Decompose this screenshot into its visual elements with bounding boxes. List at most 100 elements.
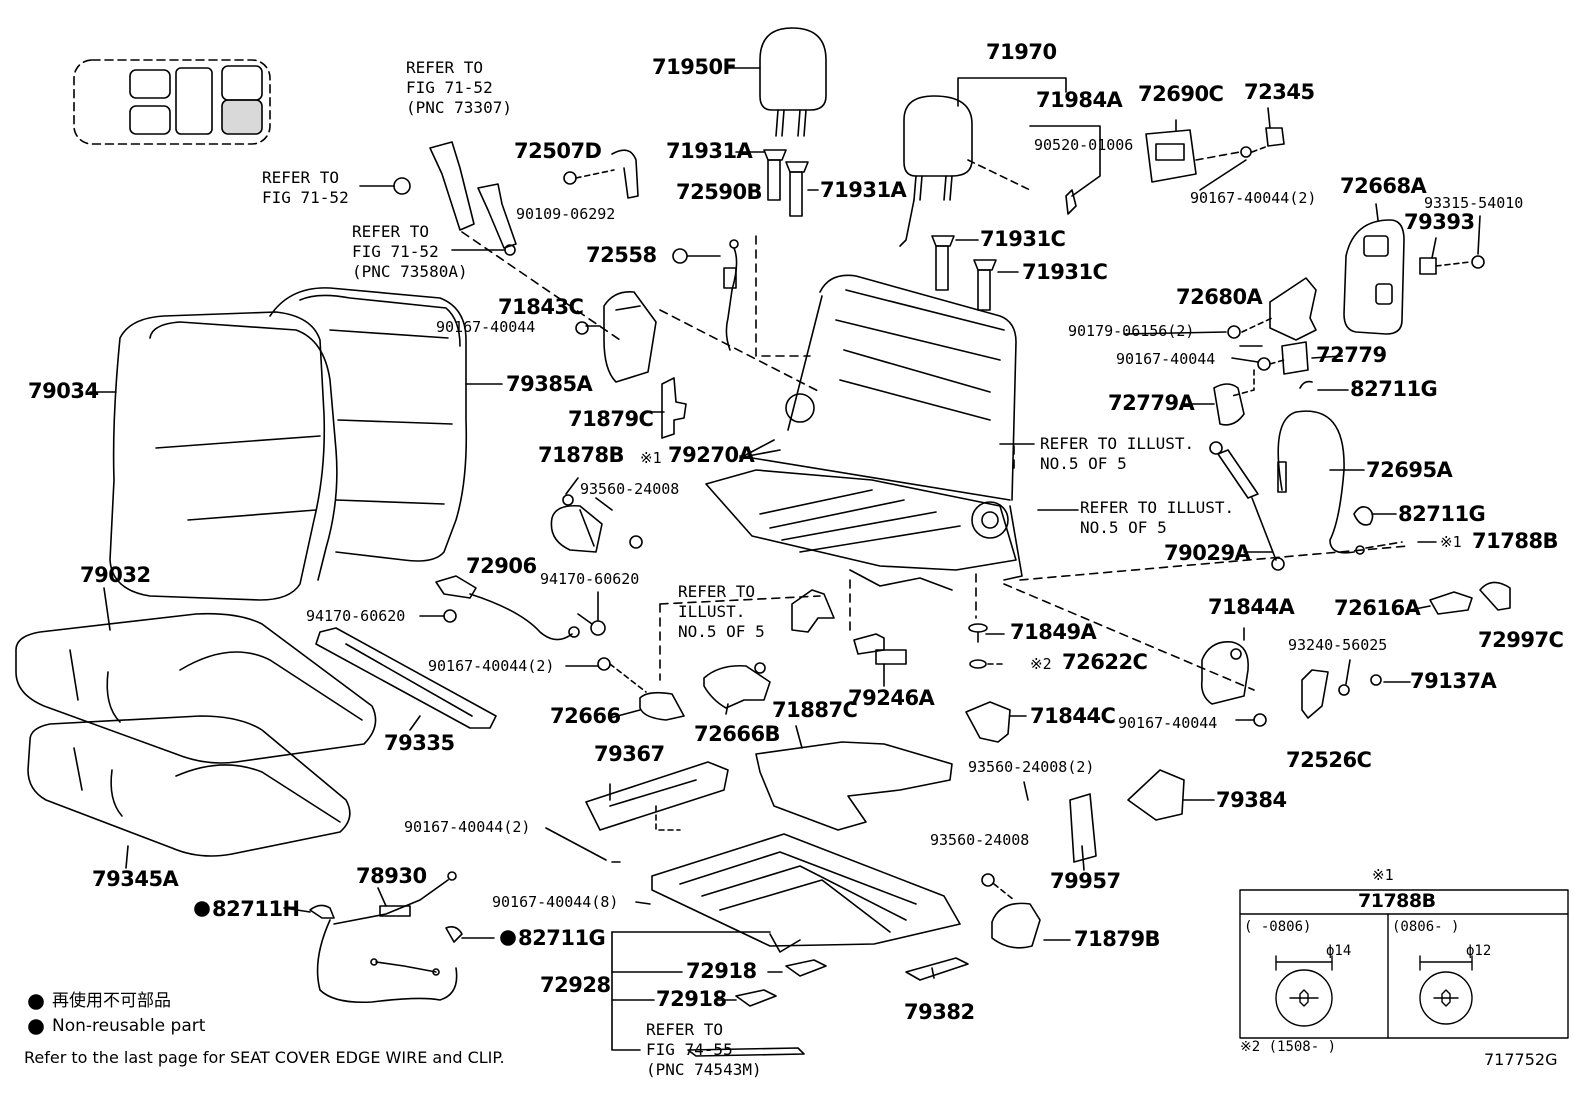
legend-jp: 再使用不可部品 [52, 991, 171, 1011]
refer-note-text: REFER TO ILLUST. NO.5 OF 5 [678, 582, 765, 641]
part-label[interactable]: 79270A [668, 443, 755, 467]
part-label[interactable]: 71844C [1030, 704, 1116, 728]
part-label[interactable]: 71849A [1010, 620, 1097, 644]
refer-note-text: REFER TO ILLUST. NO.5 OF 5 [1040, 434, 1195, 473]
part-label[interactable]: 72997C [1478, 628, 1564, 652]
part-label[interactable]: 72779 [1316, 343, 1387, 367]
part-marker: ※1 [1440, 533, 1462, 551]
part-label[interactable]: 82711G [1398, 502, 1486, 526]
refer-note-3: REFER TO FIG 71-52 (PNC 73580A) [352, 222, 468, 282]
legend-bullet-icon [28, 994, 44, 1010]
part-label[interactable]: 79957 [1050, 869, 1121, 893]
part-label[interactable]: 90167-40044(2) [1190, 189, 1317, 207]
leader-lines [659, 235, 1409, 691]
part-label[interactable]: 72918 [686, 959, 757, 983]
part-label[interactable]: 72507D [514, 139, 602, 163]
part-label[interactable]: 72622C [1062, 650, 1148, 674]
part-label[interactable]: 93240-56025 [1288, 636, 1388, 654]
part-label[interactable]: 72526C [1286, 748, 1372, 772]
part-label[interactable]: 71931A [666, 139, 753, 163]
part-label[interactable]: 79029A [1164, 541, 1251, 565]
part-label[interactable]: 71970 [986, 40, 1057, 64]
part-label[interactable]: 93560-24008 [580, 480, 680, 498]
part-label[interactable]: 72680A [1176, 285, 1263, 309]
part-label[interactable]: 72779A [1108, 391, 1195, 415]
inset-note-2: ※2 (1508- ) [1240, 1039, 1337, 1055]
part-label[interactable]: 72666 [550, 704, 621, 728]
headrest-71970-drawing [899, 77, 1101, 247]
refer-note-1: REFER TO FIG 71-52 (PNC 73307) [406, 58, 512, 118]
part-label[interactable]: 72590B [676, 180, 763, 204]
part-label[interactable]: 90167-40044 [1116, 350, 1216, 368]
cover-72668A-drawing [1343, 203, 1485, 335]
part-label[interactable]: 71879C [568, 407, 654, 431]
refer-note-text: REFER TO ILLUST. NO.5 OF 5 [1080, 498, 1235, 537]
plate-71887C-drawing [755, 725, 953, 831]
part-label[interactable]: 79032 [80, 563, 151, 587]
part-label[interactable]: 71878B [538, 443, 625, 467]
part-label[interactable]: 79345A [92, 867, 179, 891]
part-label[interactable]: 94170-60620 [306, 607, 406, 625]
part-label[interactable]: 71931C [1022, 260, 1108, 284]
part-label[interactable]: 93560-24008 [930, 831, 1030, 849]
part-label[interactable]: 72345 [1244, 80, 1315, 104]
part-label[interactable]: 79137A [1410, 669, 1497, 693]
part-label[interactable]: 90167-40044 [1118, 714, 1218, 732]
part-label[interactable]: 79335 [384, 731, 455, 755]
part-label[interactable]: 72666B [694, 722, 781, 746]
part-label[interactable]: 79393 [1404, 210, 1475, 234]
guide-71931C-drawing [931, 235, 1019, 311]
part-label[interactable]: 71931A [820, 178, 907, 202]
part-label[interactable]: 90179-06156(2) [1068, 322, 1195, 340]
part-label[interactable]: 90167-40044 [436, 318, 536, 336]
part-label[interactable]: 79246A [848, 686, 935, 710]
part-label[interactable]: 79385A [506, 372, 593, 396]
refer-note-text: REFER TO FIG 71-52 (PNC 73307) [406, 58, 512, 117]
part-label[interactable]: 90167-40044(2) [404, 818, 531, 836]
part-label[interactable]: 82711H [212, 897, 300, 921]
cable-72695A-drawing [1213, 341, 1403, 555]
part-label[interactable]: 72690C [1138, 82, 1224, 106]
clip-71879C-drawing [661, 377, 687, 439]
part-label[interactable]: 72616A [1334, 596, 1421, 620]
vehicle-locator-icon [73, 59, 271, 145]
part-label[interactable]: 71879B [1074, 927, 1161, 951]
part-label[interactable]: 90109-06292 [516, 205, 616, 223]
part-label[interactable]: 93560-24008(2) [968, 758, 1095, 776]
part-label[interactable]: 79384 [1216, 788, 1287, 812]
part-label[interactable]: 72668A [1340, 174, 1427, 198]
clip-72666-drawing [597, 657, 771, 721]
part-label[interactable]: 72906 [466, 554, 537, 578]
part-label[interactable]: 71844A [1208, 595, 1295, 619]
part-label[interactable]: 79382 [904, 1000, 975, 1024]
part-label[interactable]: 71950F [652, 55, 737, 79]
part-label[interactable]: 79367 [594, 742, 665, 766]
part-label[interactable]: 90167-40044(2) [428, 657, 555, 675]
part-label[interactable]: 71887C [772, 698, 858, 722]
part-label[interactable]: 72695A [1366, 458, 1453, 482]
part-label[interactable]: 72918 [656, 987, 727, 1011]
part-label[interactable]: 82711G [1350, 377, 1438, 401]
cable-72590B-drawing [672, 239, 739, 351]
part-marker: ※2 [1030, 655, 1052, 673]
part-label[interactable]: 72928 [540, 973, 611, 997]
bolt-71849A-drawing [968, 623, 1005, 669]
part-label[interactable]: 94170-60620 [540, 570, 640, 588]
part-label[interactable]: 72558 [586, 243, 657, 267]
refer-note-5: REFER TO ILLUST. NO.5 OF 5 [1080, 498, 1234, 538]
footer-note: Refer to the last page for SEAT COVER ED… [24, 1048, 505, 1067]
inset-part-number[interactable]: 71788B [1358, 890, 1436, 912]
part-label[interactable]: 71788B [1472, 529, 1559, 553]
inset-range-col2: (0806- ) [1392, 919, 1460, 935]
part-label[interactable]: 71931C [980, 227, 1066, 251]
part-label[interactable]: 71984A [1036, 88, 1123, 112]
part-label[interactable]: 71843C [498, 295, 584, 319]
part-label[interactable]: 82711G [518, 926, 606, 950]
trim-strip-79335-drawing [315, 627, 497, 729]
part-label[interactable]: 90520-01006 [1034, 136, 1134, 154]
part-label[interactable]: 93315-54010 [1424, 194, 1524, 212]
part-label[interactable]: 90167-40044(8) [492, 893, 619, 911]
cable-72906-drawing [435, 575, 606, 641]
part-label[interactable]: 79034 [28, 379, 99, 403]
part-label[interactable]: 78930 [356, 864, 427, 888]
